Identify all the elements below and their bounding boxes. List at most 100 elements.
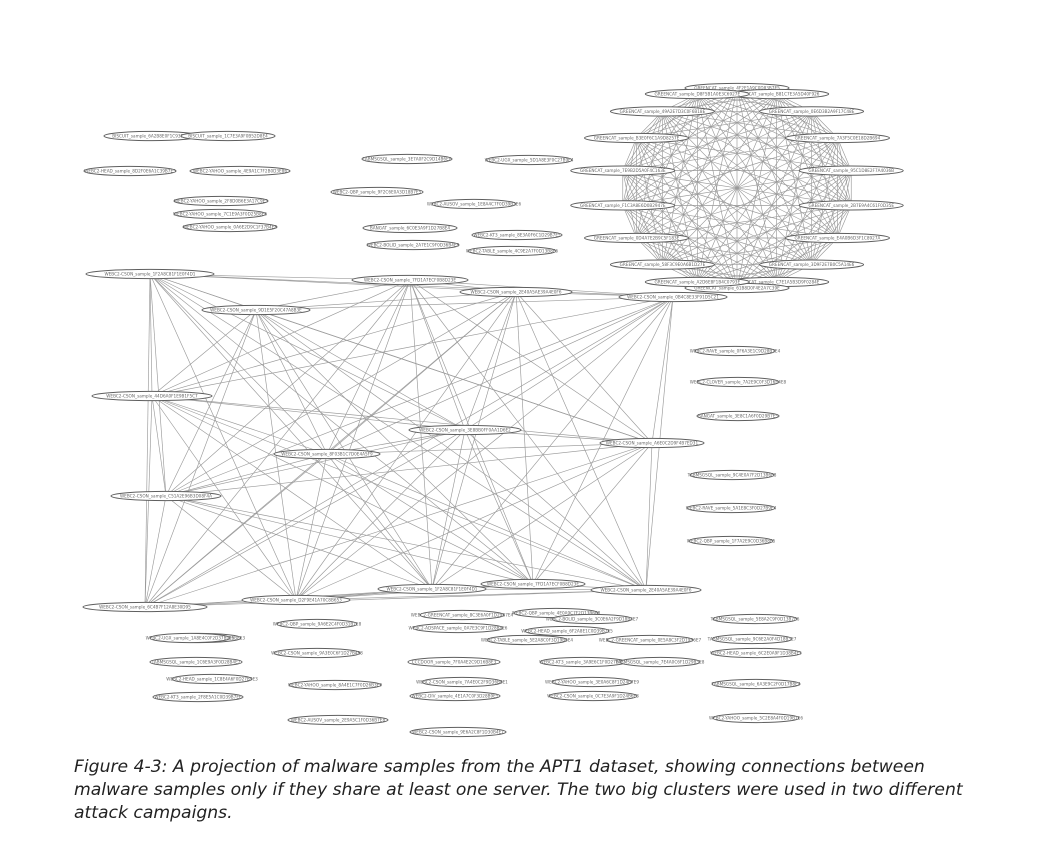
cluster-edge (151, 291, 517, 397)
node-ellipse (618, 291, 728, 303)
ring-node: GREENCAT_sample_F1C3A8E6D0B2947E (570, 200, 676, 211)
cluster-edge (645, 442, 653, 591)
node-label: BISCUIT_sample_1C7E3A9F0B52D8E4 (188, 133, 268, 138)
node-label: GREENCAT_sample_58F3C9E0A6B1D27E (620, 262, 706, 267)
cluster-node: WEBC2-CSON_sample_3E8BB0FF0AA1D6E2 (408, 424, 522, 436)
isolated-node: WEBC2-CSON_sample_0C7E3A9F1D24B6E8 (547, 690, 639, 702)
cluster-edge (295, 279, 411, 601)
node-label: CCCDOOR_sample_7F0A4E2C9D16B8E3 (412, 659, 497, 664)
node-ellipse (288, 679, 382, 691)
node-label: BISCUIT_sample_6A2B8E0F1C93D4E7 (112, 133, 192, 138)
isolated-node: WEBC2-UGX_sample_5D1A8E3F0C27B9E4 (485, 154, 574, 166)
node-ellipse (485, 154, 573, 166)
node-ellipse (590, 584, 702, 596)
ring-node: GREENCAT_sample_49A2E7D3C0F6B18E (609, 106, 715, 117)
ring-edge (622, 87, 738, 206)
node-ellipse (412, 622, 504, 634)
node-label: GREENCAT_sample_B3E0F6C1A9D8257E (594, 135, 680, 140)
node-ellipse (609, 259, 715, 270)
node-ellipse (407, 656, 501, 668)
node-ellipse (431, 198, 517, 210)
ring-edge (697, 93, 838, 239)
node-label: WEBC2-CSON_sample_8F03B1C7D0E4A5F9 (281, 451, 373, 456)
node-ellipse (548, 690, 638, 702)
node-label: TABMSGSQL_sample_5E8A2C9F0D13B7E6 (710, 616, 800, 621)
node-label: WEBC2-CSON_sample_6C4B7F12A8E30D95 (99, 604, 191, 609)
ring-edge (622, 170, 812, 265)
cluster-edge (151, 395, 328, 455)
ring-edge (622, 170, 663, 265)
node-label: WEBC2-CSON_sample_9D1E5F20C47A8B3E (210, 307, 302, 312)
cluster-edge (165, 495, 534, 585)
node-ellipse (712, 712, 800, 724)
node-label: WEBC2-CSON_sample_0C7E3A9F1D24B6E8 (547, 693, 639, 698)
cluster-edge (151, 309, 257, 397)
cluster-node: WEBC2-CSON_sample_A6E0C2D9F4B7ED31 (599, 437, 705, 449)
isolated-node: WEBC2-RAVE_sample_0F6A3E1C9D28B7E4 (690, 345, 781, 357)
node-label: WEBC2-YAHOO_sample_5C2E8A4F0D19B7E6 (709, 715, 803, 720)
node-ellipse (152, 691, 244, 703)
node-label: WEBC2-KT3_sample_2F8E5A1C0D39B7E6 (154, 694, 242, 699)
node-label: WEBC2-BOLID_sample_2A7E1C9F0D36B4E8 (367, 242, 460, 247)
cluster-edge (149, 273, 534, 585)
node-label: GREENCAT_sample_49A2E7D3C0F6B18E (620, 109, 706, 114)
cluster-edge (165, 495, 647, 591)
node-ellipse (409, 690, 501, 702)
cluster-edge (326, 453, 647, 591)
isolated-node: TABMSGSQL_sample_6A3E9C2F0D17B8E4 (711, 678, 801, 690)
node-label: WEBC2-YAHOO_sample_3E0A6C8F1D24B7E9 (545, 679, 639, 684)
cluster-edge (144, 309, 257, 608)
cluster-edge (464, 429, 647, 591)
cluster-edge (144, 589, 647, 608)
isolated-node: WEBC2-CSON_sample_9A3E0C6F1D27B4E8 (271, 647, 363, 659)
isolated-node: WEBC2-DIV_sample_4E1A7C0F3D28B9E5 (409, 690, 501, 702)
cluster-edge (149, 273, 647, 591)
node-ellipse (609, 106, 715, 117)
isolated-node: BANGAT_sample_6C0E3A9F1D27B8E4 (362, 222, 458, 234)
ring-edge (662, 237, 838, 265)
cluster-edge (295, 429, 466, 601)
node-ellipse (110, 490, 222, 502)
node-label: GREENCAT_sample_B81C7E3A5D40F926 (734, 91, 820, 96)
node-layer: WEBC2-CSON_sample_1F2A8C81F1E0F4D1WEBC2-… (82, 82, 904, 738)
cluster-edge (255, 296, 674, 311)
ring-edge (622, 205, 777, 283)
cluster-edge (165, 309, 257, 497)
node-label: WEBC2-BOLID_sample_3C0E6A2F9D18B4E7 (546, 616, 639, 621)
isolated-node: TABMSGSQL_sample_9C4E0A7F2D13B6E8 (687, 469, 777, 481)
node-ellipse (471, 229, 563, 241)
node-label: WEBC2-CSON_sample_44D6A0F1E9B1F5C7 (106, 393, 198, 398)
node-label: BANGAT_sample_3E8C1A6F0D29B7E5 (698, 413, 779, 418)
ring-node: GREENCAT_sample_7E9B2D5A0F4C163E (570, 165, 676, 176)
node-label: WEBC2-CSON_sample_C51A2E96B3D08F4A (120, 493, 212, 498)
node-label: WEBC2-CSON_sample_2E40A5AE39A4E0F6 (470, 289, 561, 294)
node-label: WEBC2-CSON_sample_3E8BB0FF0AA1D6E2 (419, 427, 511, 432)
node-label: WEBC2-UGX_sample_1A8E4C0F2D37B9E5 (146, 635, 235, 640)
figure-caption: Figure 4-3: A projection of malware samp… (74, 757, 963, 823)
cluster-edge (515, 291, 647, 591)
node-ellipse (180, 130, 276, 142)
node-ellipse (599, 437, 705, 449)
node-ellipse (798, 165, 904, 176)
node-ellipse (362, 222, 458, 234)
node-label: GREENCAT_sample_95C1D8E2F7A4036B (808, 168, 894, 173)
isolated-node: WEBC2-HEAD_sample_6C2E0A9F1D38B4E5 (710, 647, 802, 659)
node-label: WEBC2-GREENCAT_sample_8C3E6A0F1D29B7E4 (411, 612, 514, 617)
isolated-node: WEBC2-CLOVER_sample_7A2E9C0F3D16B4E8 (690, 376, 787, 388)
cluster-node: WEBC2-CSON_sample_1F2A8C81F1E0F4D1 (377, 583, 487, 595)
ring-edge (662, 111, 852, 171)
cluster-edge (255, 309, 466, 431)
isolated-node: WEBC2-HEAD_sample_6F2A8E1C0D39B7E5 (521, 625, 613, 637)
cluster-edge (151, 279, 411, 397)
node-label: WEBC2-CSON_sample_A6E0C2D9F4B7ED31 (606, 440, 699, 445)
cluster-edge (295, 442, 653, 601)
cluster-edge (532, 442, 653, 585)
cluster-edge (149, 273, 328, 455)
ring-edge (697, 93, 777, 283)
isolated-node: TABMSGSQL_sample_9C6E2A0F4D18B3E7 (707, 633, 797, 645)
node-ellipse (696, 376, 780, 388)
node-label: GREENCAT_sample_3D9F2E7B0C5A14E6 (769, 262, 855, 267)
cluster-edge (165, 296, 674, 497)
node-ellipse (419, 609, 505, 621)
node-label: WEBC2-AUSOV_sample_2E9A5C1F0D36B7E8 (291, 717, 386, 722)
